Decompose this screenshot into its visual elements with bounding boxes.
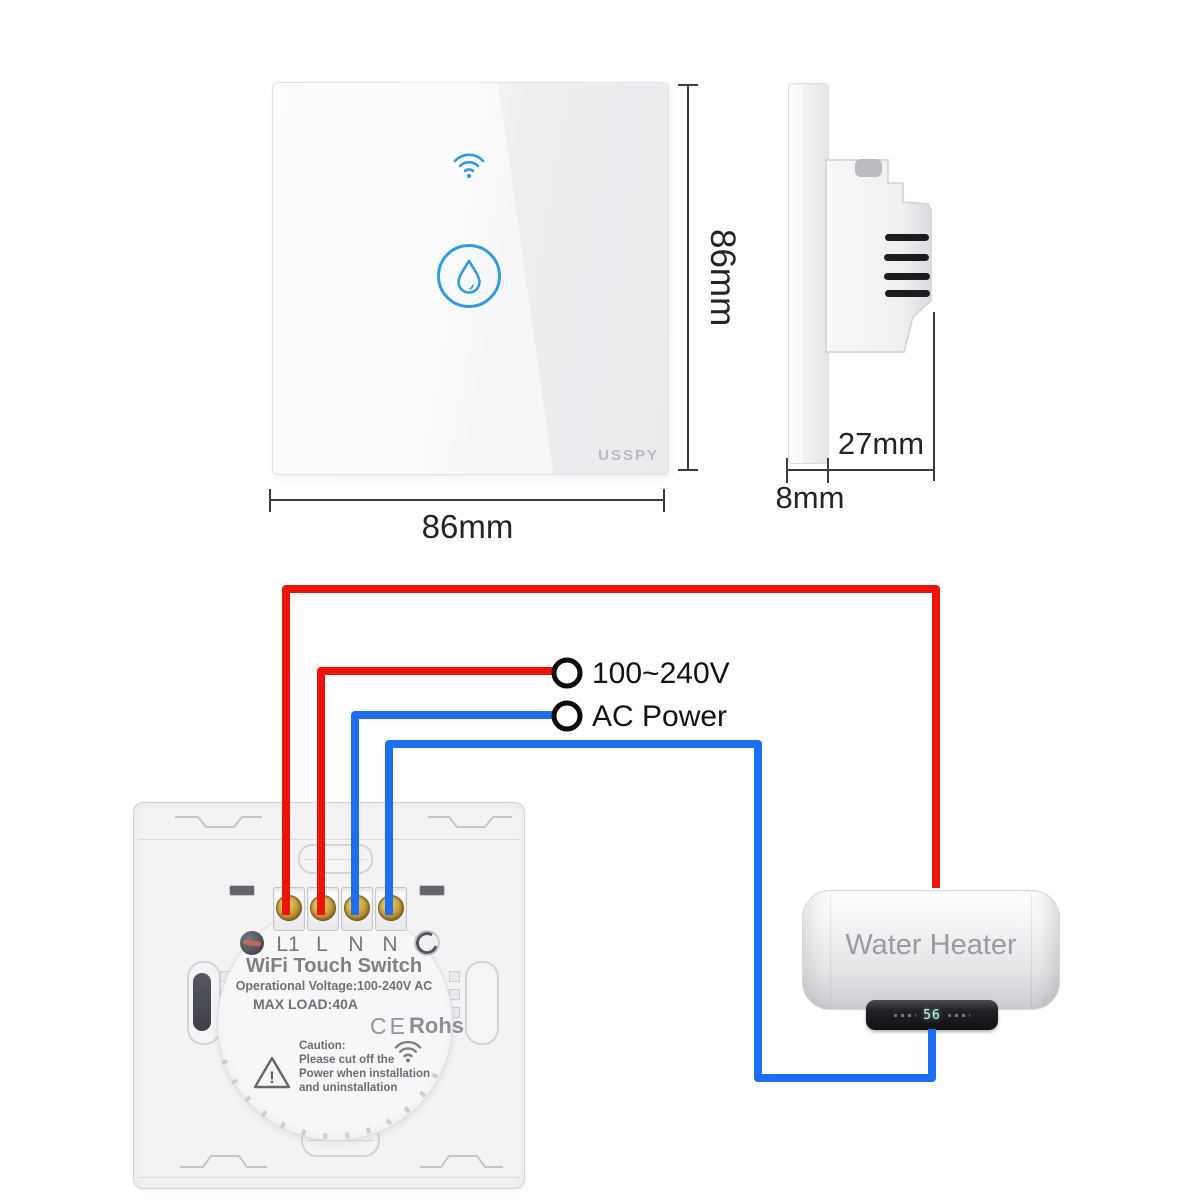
terminal-block-l: [307, 887, 339, 931]
mounting-clip-left: [193, 973, 211, 1031]
touch-button: [437, 244, 501, 308]
terminal-label-n1: N: [348, 933, 364, 956]
plate-seam: [138, 839, 520, 840]
terminal-screw: [344, 895, 370, 921]
temperature-display: 56: [923, 1007, 941, 1023]
water-heater: Water Heater: [802, 890, 1060, 1010]
glass-reflection: [273, 83, 554, 474]
terminal-block-l1: [273, 887, 305, 931]
source-terminal-neutral: [551, 700, 583, 732]
panel-depth-dimension-label: 8mm: [775, 480, 845, 515]
water-heater-label: Water Heater: [845, 929, 1017, 961]
source-terminal-live: [551, 657, 583, 689]
ce-mark: CE: [370, 1013, 408, 1039]
fixing-slot: [229, 885, 255, 896]
terminal-block-n2: [375, 887, 407, 931]
switch-side-body: [825, 159, 932, 353]
switch-front-view: USSPY: [272, 82, 669, 475]
plate-seam: [138, 1177, 520, 1178]
width-dimension-label: 86mm: [421, 508, 514, 545]
product-title: WiFi Touch Switch: [245, 955, 423, 977]
body-depth-dimension-label: 27mm: [837, 426, 925, 461]
indicator-dots: [894, 1013, 917, 1017]
terminal-block-n1: [341, 887, 373, 931]
terminal-label-l1: L1: [276, 933, 300, 956]
caution-note: Caution: Please cut off the Power when i…: [299, 1040, 430, 1094]
heater-control-panel: 56: [866, 1000, 998, 1030]
mounting-slot-top: [298, 844, 373, 874]
terminal-label-n2: N: [382, 933, 398, 956]
voltage-label: 100~240V: [592, 657, 730, 690]
voltage-spec: Operational Voltage:100-240V AC: [235, 979, 433, 993]
switch-back-view: L1 L N N WiFi Touch Switch Operational V…: [133, 802, 525, 1189]
warning-triangle-icon: !: [253, 1056, 291, 1089]
vent-slots: [884, 234, 930, 297]
indicator-dots: [947, 1013, 970, 1017]
terminal-label-l: L: [316, 933, 328, 956]
wifi-icon: [453, 153, 485, 179]
water-drop-icon: [457, 259, 481, 294]
warning-glyph: !: [269, 1068, 275, 1087]
max-load-spec: MAX LOAD:40A: [253, 996, 359, 1012]
switch-side-glass-panel: [788, 83, 829, 464]
terminal-screw: [378, 895, 404, 921]
terminal-screw: [276, 895, 302, 921]
terminal-screw: [310, 895, 336, 921]
height-dimension-label: 86mm: [703, 228, 742, 327]
ac-power-label: AC Power: [592, 700, 728, 733]
clip-recess: [855, 159, 882, 177]
mounting-hole-right: [465, 961, 499, 1045]
brand-logo: USSPY: [598, 447, 659, 464]
rohs-mark: Rohs: [409, 1013, 464, 1038]
fixing-slot: [419, 885, 445, 896]
